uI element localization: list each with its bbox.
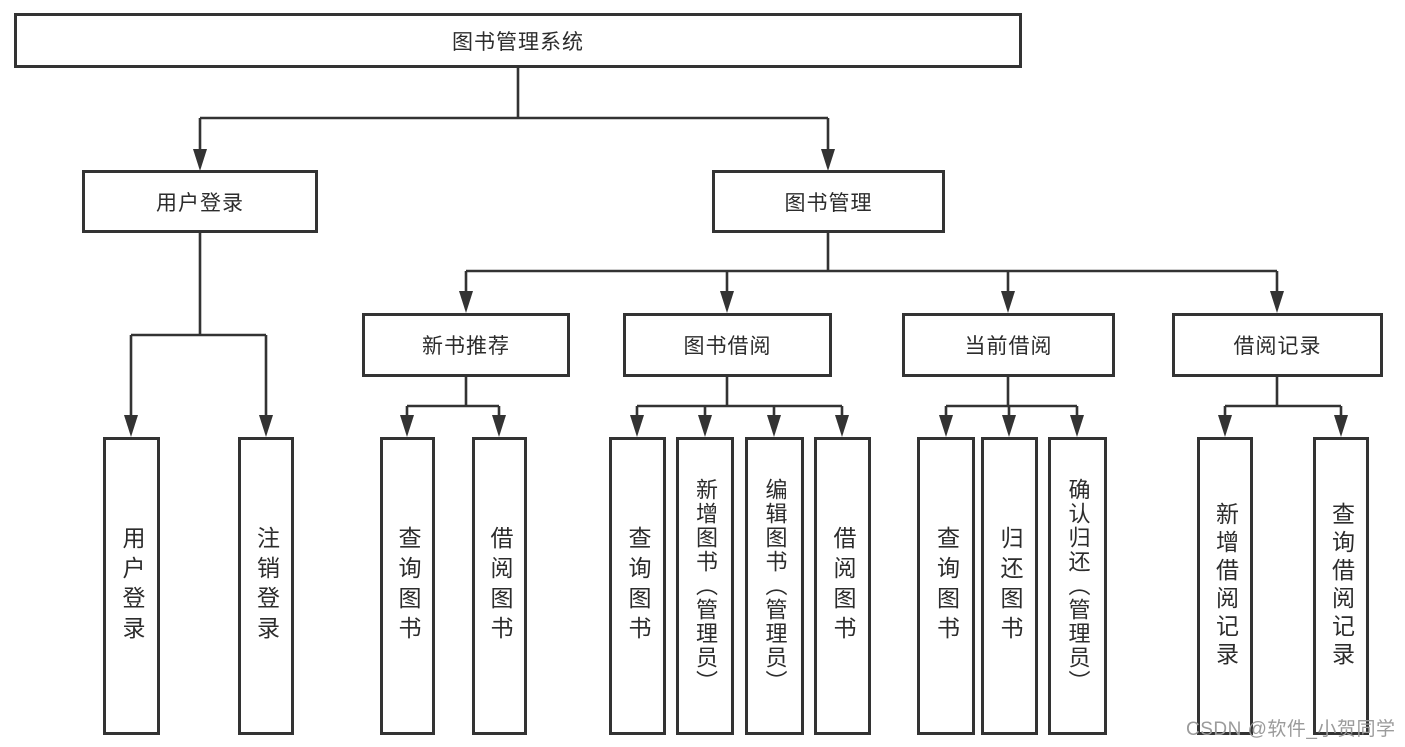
leaf-query-borrow-record-label: 查询借阅记录 <box>1328 502 1355 670</box>
node-borrow-records: 借阅记录 <box>1172 313 1383 377</box>
leaf-borrow-books-recommend-label: 借阅图书 <box>487 526 513 646</box>
leaf-add-borrow-record: 新增借阅记录 <box>1197 437 1253 735</box>
leaf-add-borrow-record-label: 新增借阅记录 <box>1212 502 1239 670</box>
leaf-query-books-current: 查询图书 <box>917 437 975 735</box>
node-book-management-label: 图书管理 <box>784 191 873 215</box>
leaf-edit-book-admin: 编辑图书（管理员） <box>745 437 804 735</box>
node-user-login: 用户登录 <box>82 170 318 233</box>
leaf-confirm-return-admin: 确认归还（管理员） <box>1048 437 1107 735</box>
leaf-query-books-recommend: 查询图书 <box>380 437 435 735</box>
leaf-user-login-label: 用户登录 <box>119 526 145 646</box>
leaf-edit-book-admin-label: 编辑图书（管理员） <box>762 478 788 694</box>
leaf-query-books-borrowing: 查询图书 <box>609 437 666 735</box>
leaf-query-borrow-record: 查询借阅记录 <box>1313 437 1369 735</box>
node-root: 图书管理系统 <box>14 13 1022 68</box>
node-current-borrowing: 当前借阅 <box>902 313 1115 377</box>
node-new-book-recommend: 新书推荐 <box>362 313 570 377</box>
node-borrow-records-label: 借阅记录 <box>1233 335 1322 358</box>
node-book-management: 图书管理 <box>712 170 945 233</box>
leaf-borrow-books-borrowing-label: 借阅图书 <box>830 526 856 646</box>
node-book-borrowing-label: 图书借阅 <box>683 335 772 358</box>
leaf-borrow-books-recommend: 借阅图书 <box>472 437 527 735</box>
leaf-borrow-books-borrowing: 借阅图书 <box>814 437 871 735</box>
leaf-confirm-return-admin-label: 确认归还（管理员） <box>1065 478 1091 694</box>
node-user-login-label: 用户登录 <box>156 191 244 215</box>
leaf-user-login: 用户登录 <box>103 437 160 735</box>
node-current-borrowing-label: 当前借阅 <box>964 335 1053 358</box>
node-new-book-recommend-label: 新书推荐 <box>422 335 510 358</box>
leaf-query-books-current-label: 查询图书 <box>933 526 960 646</box>
leaf-add-book-admin-label: 新增图书（管理员） <box>693 478 718 694</box>
leaf-query-books-recommend-label: 查询图书 <box>395 526 421 646</box>
leaf-logout-label: 注销登录 <box>253 526 280 646</box>
watermark-text: CSDN @软件_小贺同学 <box>1186 719 1396 740</box>
leaf-return-books: 归还图书 <box>981 437 1038 735</box>
node-book-borrowing: 图书借阅 <box>623 313 832 377</box>
leaf-query-books-borrowing-label: 查询图书 <box>625 526 651 646</box>
leaf-add-book-admin: 新增图书（管理员） <box>676 437 734 735</box>
node-root-label: 图书管理系统 <box>452 30 584 54</box>
leaf-logout: 注销登录 <box>238 437 294 735</box>
leaf-return-books-label: 归还图书 <box>997 526 1023 646</box>
